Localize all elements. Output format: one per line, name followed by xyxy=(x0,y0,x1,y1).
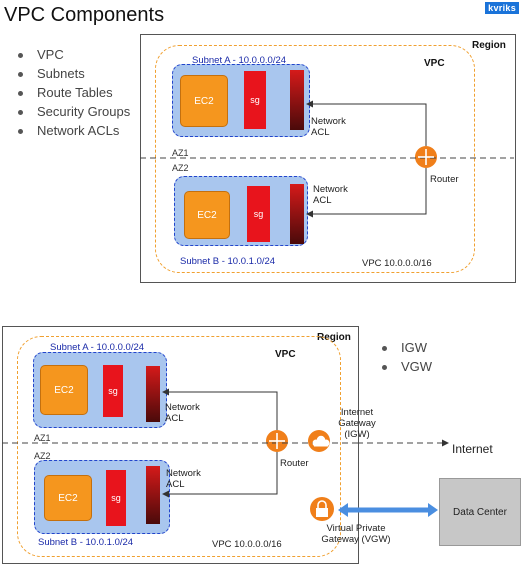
router-cross-1 xyxy=(418,149,434,165)
bullet-icon xyxy=(382,346,387,352)
brand-logo: kvriks xyxy=(485,2,519,14)
router-cross-2 xyxy=(269,433,285,449)
network-acl-a-2 xyxy=(146,366,160,422)
list-item: Network ACLs xyxy=(18,121,130,140)
list-item: Security Groups xyxy=(18,102,130,121)
region-label-2: Region xyxy=(317,332,351,343)
network-acl-b-1 xyxy=(290,184,304,244)
az2-label-1: AZ2 xyxy=(172,163,189,173)
cloud-icon xyxy=(312,435,330,447)
bullet-icon xyxy=(382,365,387,371)
ec2-instance-a-1: EC2 xyxy=(180,75,228,127)
list-item: Route Tables xyxy=(18,83,130,102)
az1-label-2: AZ1 xyxy=(34,433,51,443)
subnet-b-label-2: Subnet B - 10.0.1.0/24 xyxy=(38,537,134,548)
list-item: VPC xyxy=(18,45,130,64)
subnet-a-label-1: Subnet A - 10.0.0.0/24 xyxy=(192,55,287,66)
network-acl-b-2 xyxy=(146,466,160,524)
route-arrow-a-1 xyxy=(306,100,427,146)
region-label-1: Region xyxy=(472,40,506,51)
route-arrow-a-2 xyxy=(162,388,278,430)
network-acl-a-1 xyxy=(290,70,304,130)
vpc-cidr-label-1: VPC 10.0.0.0/16 xyxy=(362,258,432,269)
bullet-icon xyxy=(18,110,23,116)
vpc-box-2 xyxy=(17,336,341,557)
bullet-icon xyxy=(18,129,23,135)
route-arrow-b-2 xyxy=(162,452,278,498)
component-list: VPC Subnets Route Tables Security Groups… xyxy=(18,45,130,140)
bullet-icon xyxy=(18,53,23,59)
route-arrow-b-1 xyxy=(306,168,427,218)
vpc-label-2: VPC xyxy=(275,349,296,360)
security-group-b-2: sg xyxy=(106,470,126,526)
subnet-b-label-1: Subnet B - 10.0.1.0/24 xyxy=(180,256,276,267)
page-title: VPC Components xyxy=(4,4,165,26)
security-group-a-2: sg xyxy=(103,365,123,417)
data-center-box: Data Center xyxy=(439,478,521,546)
az2-label-2: AZ2 xyxy=(34,451,51,461)
bullet-icon xyxy=(18,72,23,78)
subnet-a-label-2: Subnet A - 10.0.0.0/24 xyxy=(50,342,145,353)
lock-icon xyxy=(316,500,328,517)
security-group-b-1: sg xyxy=(247,186,270,242)
vpc-box-1 xyxy=(155,45,475,273)
router-label-2: Router xyxy=(280,458,309,469)
ec2-instance-b-2: EC2 xyxy=(44,475,92,521)
internet-gateway-label: Internet Gateway(IGW) xyxy=(338,407,376,440)
ec2-instance-a-2: EC2 xyxy=(40,365,88,415)
security-group-a-1: sg xyxy=(244,71,266,129)
ec2-instance-b-1: EC2 xyxy=(184,191,230,239)
router-label-1: Router xyxy=(430,174,459,185)
list-item: IGW xyxy=(382,338,432,357)
vpc-label-1: VPC xyxy=(424,58,445,69)
internet-label: Internet xyxy=(452,442,493,456)
az1-label-1: AZ1 xyxy=(172,148,189,158)
gateway-list: IGW VGW xyxy=(382,338,432,376)
vpc-cidr-label-2b: VPC 10.0.0.0/16 xyxy=(212,539,282,550)
bullet-icon xyxy=(18,91,23,97)
list-item: Subnets xyxy=(18,64,130,83)
list-item: VGW xyxy=(382,357,432,376)
